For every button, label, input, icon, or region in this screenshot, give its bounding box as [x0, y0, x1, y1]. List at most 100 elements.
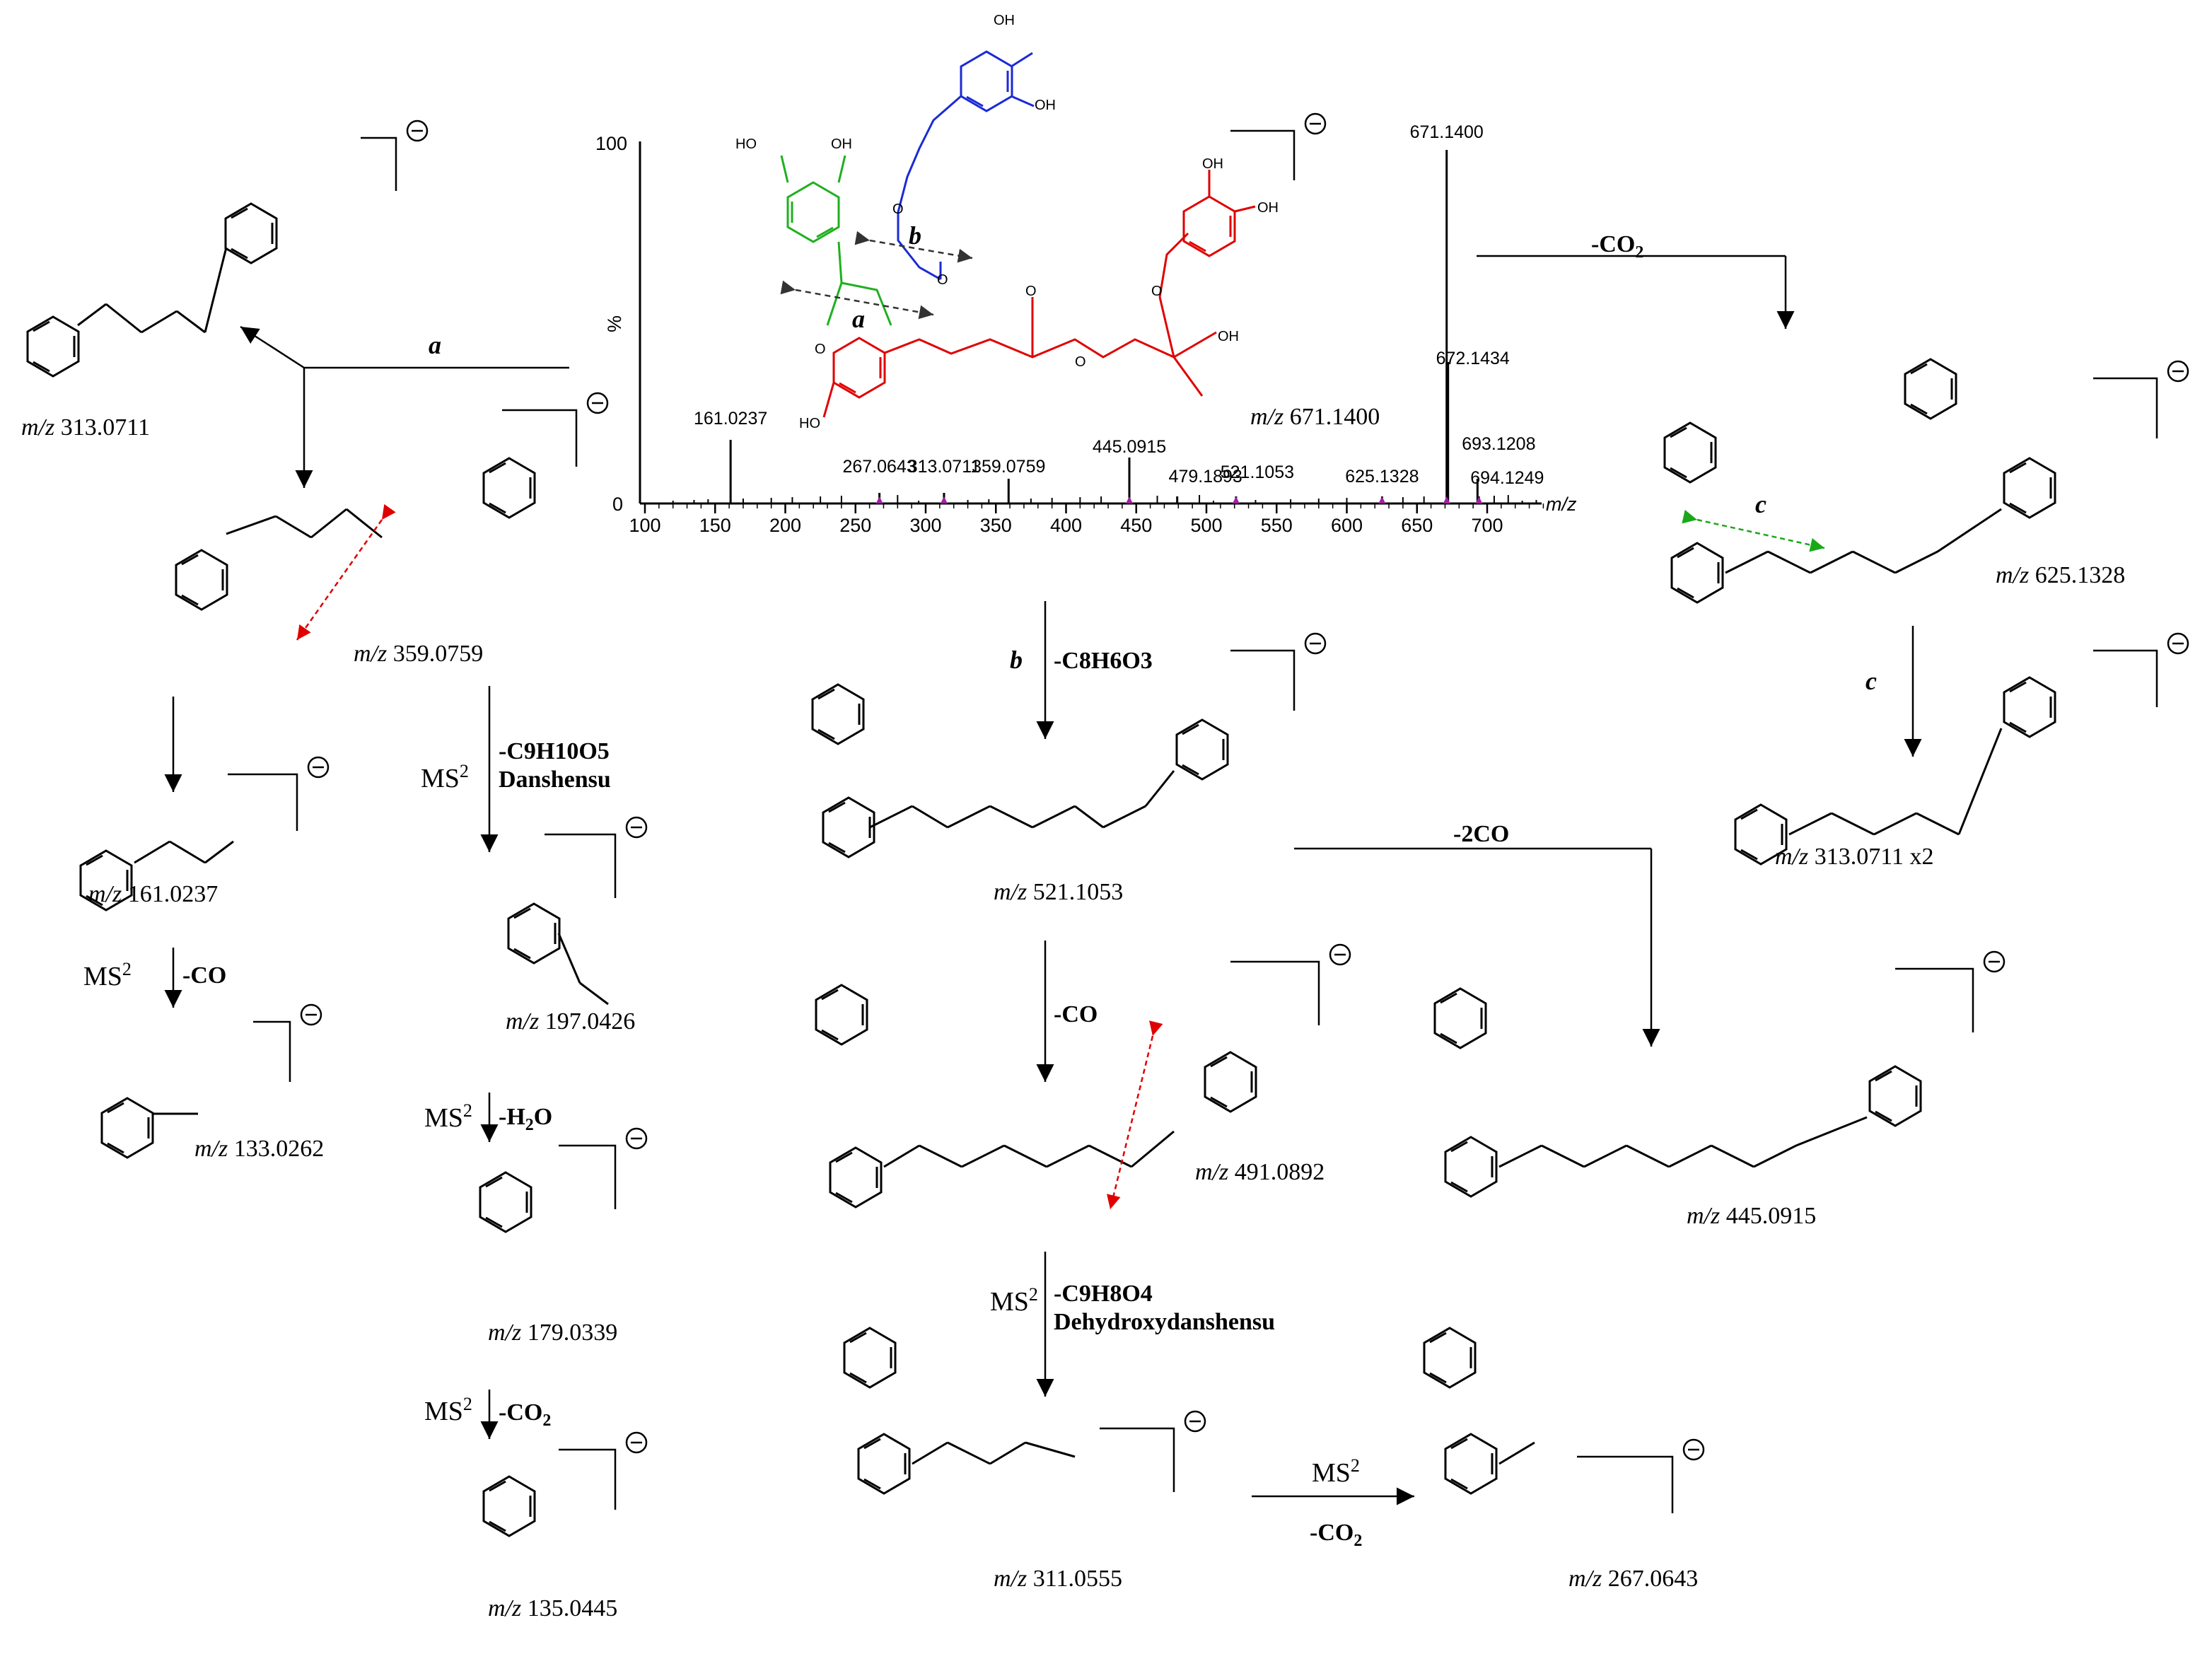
y-tick-0: 0: [612, 494, 623, 515]
mz-label-f445: m/z 445.0915: [1687, 1203, 1816, 1229]
minus-charge-icon: [1682, 1438, 1705, 1461]
x-tick-label: 250: [839, 515, 871, 536]
charge-bracket: [228, 773, 298, 831]
benzene-ring-icon: [1444, 1433, 1498, 1495]
charge-bracket: [545, 833, 617, 898]
benzene-ring-icon: [1204, 1051, 1257, 1113]
loss-co2-bottom: -CO2: [1310, 1520, 1362, 1550]
benzene-ring-icon: [822, 796, 875, 858]
svg-text:O: O: [892, 202, 904, 217]
path-c-label: c: [1865, 667, 1877, 695]
x-tick-label: 350: [980, 515, 1012, 536]
minus-charge-icon: [1329, 943, 1351, 966]
ms2-label-5: MS2: [990, 1284, 1038, 1317]
minus-charge-icon: [1304, 112, 1327, 135]
peak-label: 313.0711: [908, 457, 980, 477]
mz-label-f359: m/z 359.0759: [354, 641, 483, 667]
benzene-ring-icon: [26, 315, 80, 378]
mz-label-f133: m/z 133.0262: [194, 1136, 324, 1162]
x-tick-label: 600: [1331, 515, 1363, 536]
benzene-ring-icon: [507, 902, 561, 965]
svg-text:HO: HO: [735, 136, 757, 152]
loss-co: -CO: [1054, 1001, 1098, 1027]
svg-text:O: O: [937, 272, 948, 288]
path-b-label: b: [1010, 646, 1023, 674]
x-tick-label: 100: [629, 515, 660, 536]
minus-charge-icon: [300, 1003, 322, 1026]
ms2-label-6: MS2: [1312, 1455, 1360, 1488]
minus-charge-icon: [625, 816, 648, 839]
loss-c9h10o5: -C9H10O5: [499, 738, 610, 764]
svg-text:O: O: [1151, 284, 1163, 299]
minus-charge-icon: [2167, 632, 2189, 655]
peak-label: 521.1053: [1221, 462, 1294, 482]
minus-charge-icon: [625, 1431, 648, 1454]
peak-label: 445.0915: [1093, 437, 1166, 457]
svg-text:OH: OH: [1257, 200, 1279, 216]
charge-bracket: [253, 1020, 291, 1082]
minus-charge-icon: [2167, 360, 2189, 383]
mz-label-f197: m/z 197.0426: [506, 1008, 635, 1035]
svg-text:OH: OH: [1218, 329, 1239, 344]
x-axis-label: m/z: [1546, 494, 1577, 515]
x-tick-label: 500: [1190, 515, 1222, 536]
mz-label-f179: m/z 179.0339: [488, 1320, 617, 1346]
minus-charge-icon: [1184, 1410, 1206, 1433]
svg-text:HO: HO: [799, 416, 820, 431]
x-tick-label: 650: [1401, 515, 1433, 536]
x-tick-label: 150: [699, 515, 731, 536]
loss-co2-left: -CO2: [499, 1399, 551, 1430]
x-tick-label: 400: [1050, 515, 1082, 536]
minus-charge-icon: [586, 392, 609, 414]
x-tick-label: 300: [909, 515, 941, 536]
charge-bracket: [361, 136, 397, 191]
svg-text:OH: OH: [831, 136, 852, 152]
benzene-ring-icon: [482, 457, 536, 519]
minus-charge-icon: [1983, 950, 2006, 973]
y-tick-100: 100: [595, 133, 627, 154]
loss-h2o: -H2O: [499, 1104, 552, 1134]
loss-co2-right: -CO2: [1591, 231, 1643, 262]
svg-text:OH: OH: [1035, 98, 1056, 113]
peak-label: 625.1328: [1345, 467, 1419, 487]
benzene-ring-icon: [1663, 421, 1717, 484]
charge-bracket: [559, 1448, 617, 1510]
charge-bracket: [2093, 377, 2158, 438]
svg-text:O: O: [1025, 284, 1037, 299]
svg-text:OH: OH: [994, 13, 1015, 28]
minus-charge-icon: [625, 1127, 648, 1150]
svg-text:O: O: [1075, 354, 1086, 370]
path-a-label: a: [429, 331, 441, 359]
loss-co-left: -CO: [182, 962, 226, 989]
x-tick-label: 700: [1471, 515, 1503, 536]
peak-label: 672.1434: [1436, 349, 1510, 368]
charge-bracket: [1230, 129, 1296, 180]
benzene-ring-icon: [1868, 1065, 1922, 1127]
peaks: 161.0237267.0643313.0711359.0759445.0915…: [694, 122, 1544, 503]
ms2-label-1: MS2: [421, 761, 469, 793]
benzene-ring-icon: [2003, 676, 2056, 738]
benzene-ring-icon: [815, 984, 868, 1046]
mz-label-f521: m/z 521.1053: [994, 879, 1123, 905]
loss-2co: -2CO: [1453, 821, 1509, 847]
benzene-ring-icon: [479, 1171, 532, 1233]
peak-label: 671.1400: [1410, 122, 1484, 142]
mz-label-f625: m/z 625.1328: [1996, 562, 2125, 588]
peak-label: 161.0237: [694, 409, 767, 429]
svg-text:OH: OH: [1202, 156, 1223, 172]
charge-bracket: [559, 1144, 617, 1209]
minus-charge-icon: [307, 756, 330, 779]
mz-label-f671: m/z 671.1400: [1250, 404, 1380, 430]
loss-c9h8o4: -C9H8O4: [1054, 1281, 1153, 1307]
peak-label: 694.1249: [1470, 468, 1544, 488]
benzene-ring-icon: [1444, 1136, 1498, 1198]
svg-text:O: O: [815, 342, 826, 357]
x-tick-label: 450: [1120, 515, 1152, 536]
benzene-ring-icon: [224, 202, 278, 264]
precursor-structure: OH OH HO OH O HO O O O O O OH OH OH b a: [735, 13, 1279, 431]
cleavage-a-label: a: [852, 305, 865, 333]
dehydroxydanshensu-label: Dehydroxydanshensu: [1054, 1309, 1275, 1335]
